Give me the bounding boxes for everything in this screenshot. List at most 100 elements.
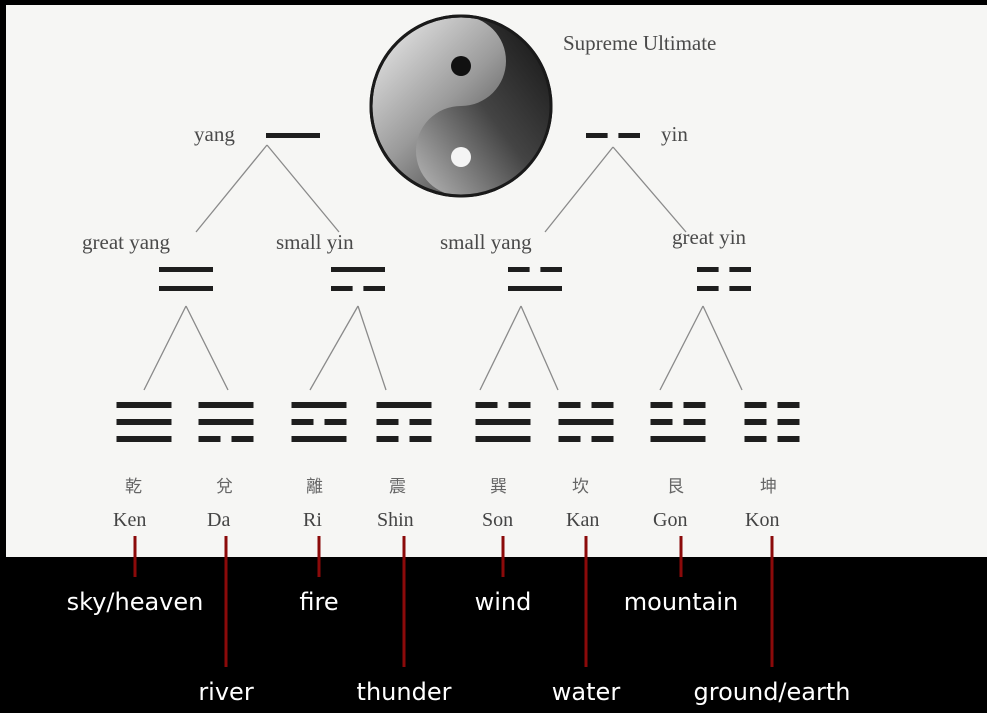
broken-line xyxy=(777,419,800,425)
trigram-name: Ri xyxy=(303,509,322,531)
broken-line xyxy=(683,402,706,408)
broken-line xyxy=(697,267,719,272)
solid-line xyxy=(475,419,531,425)
broken-line xyxy=(777,402,800,408)
solid-line xyxy=(159,267,213,272)
trigram-glyph xyxy=(558,402,614,442)
broken-line xyxy=(376,419,399,425)
trigram-char: 離 xyxy=(306,477,323,497)
trigram-name: Son xyxy=(482,509,514,531)
solid-line xyxy=(198,402,254,408)
small-yin-label: small yin xyxy=(276,230,354,254)
digram-glyph xyxy=(697,267,751,291)
small-yang-label: small yang xyxy=(440,230,532,254)
great-yin-label: great yin xyxy=(672,225,747,249)
broken-line xyxy=(729,267,751,272)
trigram-glyph xyxy=(198,402,254,442)
broken-line xyxy=(586,133,608,138)
solid-line xyxy=(116,436,172,442)
broken-line xyxy=(508,402,531,408)
broken-line xyxy=(198,436,221,442)
trigram-char: 兌 xyxy=(216,477,233,497)
broken-line xyxy=(376,436,399,442)
broken-line xyxy=(729,286,751,291)
broken-line xyxy=(558,402,581,408)
broken-line xyxy=(558,436,581,442)
broken-line xyxy=(744,419,767,425)
broken-line xyxy=(618,133,640,138)
trigram-glyph xyxy=(744,402,800,442)
tree-connectors xyxy=(143,144,743,391)
broken-line xyxy=(331,286,353,291)
broken-line xyxy=(697,286,719,291)
solid-line xyxy=(376,402,432,408)
trigram-glyph xyxy=(291,402,347,442)
meaning-label: water xyxy=(551,678,621,706)
meaning-label: fire xyxy=(299,588,339,616)
solid-line xyxy=(331,267,385,272)
great-yang-label: great yang xyxy=(82,230,171,254)
meaning-label: mountain xyxy=(623,588,739,616)
trigram-name: Kan xyxy=(566,509,600,531)
meaning-label: wind xyxy=(474,588,532,616)
meaning-connectors xyxy=(133,536,774,667)
broken-line xyxy=(540,267,562,272)
solid-line xyxy=(650,436,706,442)
broken-line xyxy=(683,419,706,425)
broken-line xyxy=(650,402,673,408)
diagram-title: Supreme Ultimate xyxy=(563,31,717,55)
trigram-char: 坎 xyxy=(572,477,589,497)
trigram-glyph xyxy=(376,402,432,442)
solid-line xyxy=(291,436,347,442)
broken-line xyxy=(508,267,530,272)
solid-line xyxy=(116,419,172,425)
digram-glyph xyxy=(159,267,213,291)
broken-line xyxy=(231,436,254,442)
trigram-glyph xyxy=(650,402,706,442)
digram-glyph xyxy=(331,267,385,291)
broken-line xyxy=(324,419,347,425)
trigram-name: Gon xyxy=(653,509,688,531)
digram-glyph xyxy=(508,267,562,291)
broken-line xyxy=(650,419,673,425)
solid-line xyxy=(266,133,320,138)
meaning-label: thunder xyxy=(356,678,452,706)
broken-line xyxy=(591,402,614,408)
yin-yang-icon xyxy=(369,14,553,198)
broken-line xyxy=(777,436,800,442)
meaning-label: ground/earth xyxy=(693,678,851,706)
solid-line xyxy=(159,286,213,291)
solid-line xyxy=(475,436,531,442)
trigram-char: 乾 xyxy=(125,477,142,497)
solid-line xyxy=(558,419,614,425)
yang-label: yang xyxy=(194,122,235,146)
broken-line xyxy=(291,419,314,425)
trigram-name: Kon xyxy=(745,509,780,531)
trigram-glyph xyxy=(475,402,531,442)
trigram-name: Shin xyxy=(377,509,414,531)
meaning-label: river xyxy=(198,678,254,706)
yin-label: yin xyxy=(661,122,688,146)
solid-line xyxy=(116,402,172,408)
meaning-label: sky/heaven xyxy=(66,588,204,616)
monogram-glyph xyxy=(266,133,320,138)
trigram-char: 巽 xyxy=(490,477,507,497)
broken-line xyxy=(409,436,432,442)
broken-line xyxy=(744,402,767,408)
broken-line xyxy=(591,436,614,442)
trigram-char: 艮 xyxy=(667,477,684,497)
trigram-glyph xyxy=(116,402,172,442)
solid-line xyxy=(291,402,347,408)
broken-line xyxy=(475,402,498,408)
monogram-glyph xyxy=(586,133,640,138)
solid-line xyxy=(198,419,254,425)
solid-line xyxy=(508,286,562,291)
broken-line xyxy=(744,436,767,442)
broken-line xyxy=(363,286,385,291)
trigram-name: Ken xyxy=(113,509,147,531)
broken-line xyxy=(409,419,432,425)
trigram-name: Da xyxy=(207,509,231,531)
trigram-char: 坤 xyxy=(760,477,777,497)
